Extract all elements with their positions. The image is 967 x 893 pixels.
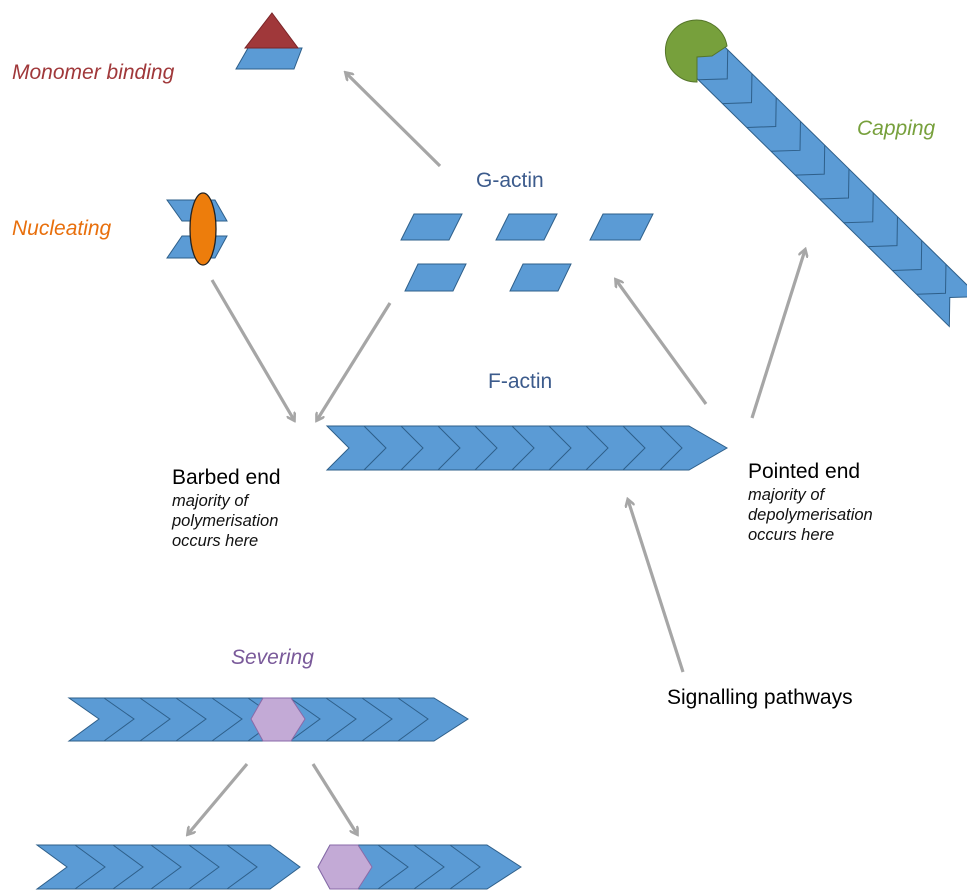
arrow-severing-right bbox=[311, 763, 357, 834]
f-actin-label: F-actin bbox=[488, 370, 553, 393]
capping-label: Capping bbox=[857, 117, 936, 140]
g-actin-monomer bbox=[495, 213, 558, 241]
severed-fragment-left bbox=[35, 844, 301, 890]
capped-filament bbox=[686, 39, 967, 328]
capping-protein-icon bbox=[664, 19, 728, 83]
nucleating-label: Nucleating bbox=[12, 217, 112, 240]
g-actin-monomer bbox=[509, 263, 572, 292]
severed-fragment-right bbox=[317, 844, 522, 890]
barbed-end-note-line: majority of bbox=[172, 492, 249, 510]
pointed-end-label: Pointed end bbox=[748, 460, 861, 483]
g-actin-label: G-actin bbox=[476, 169, 544, 192]
nucleating-icon bbox=[166, 192, 228, 266]
arrow-gactin-to-monomer-binding bbox=[346, 73, 442, 168]
arrow-gactin-to-barbed-end bbox=[317, 302, 392, 420]
severing-label: Severing bbox=[231, 646, 314, 669]
barbed-end-note-line: polymerisation bbox=[172, 512, 279, 530]
arrows bbox=[188, 73, 805, 834]
pointed-end-note-line: depolymerisation bbox=[748, 506, 873, 524]
severing-filament bbox=[67, 697, 469, 742]
pointed-end-note-line: occurs here bbox=[748, 526, 835, 544]
barbed-end-note-line: occurs here bbox=[172, 532, 259, 550]
arrow-pointed-end-to-gactin bbox=[616, 280, 708, 405]
g-actin-monomer bbox=[404, 263, 467, 292]
monomer-binding-icon bbox=[235, 12, 303, 70]
arrow-signalling-to-factin bbox=[628, 500, 685, 673]
g-actin-monomers bbox=[400, 213, 654, 292]
arrow-pointed-end-to-capping bbox=[750, 250, 805, 419]
severing-protein-icon bbox=[250, 697, 306, 742]
barbed-end-label: Barbed end bbox=[172, 466, 281, 489]
f-actin-filament bbox=[325, 425, 728, 471]
pointed-end-note-line: majority of bbox=[748, 486, 825, 504]
arrow-nucleating-to-barbed-end bbox=[210, 279, 294, 420]
g-actin-monomer bbox=[589, 213, 654, 241]
signalling-pathways-label: Signalling pathways bbox=[667, 686, 853, 709]
g-actin-monomer bbox=[400, 213, 463, 241]
monomer-binding-label: Monomer binding bbox=[12, 61, 175, 84]
arrow-severing-left bbox=[188, 762, 249, 834]
severing-protein-icon bbox=[317, 844, 373, 890]
